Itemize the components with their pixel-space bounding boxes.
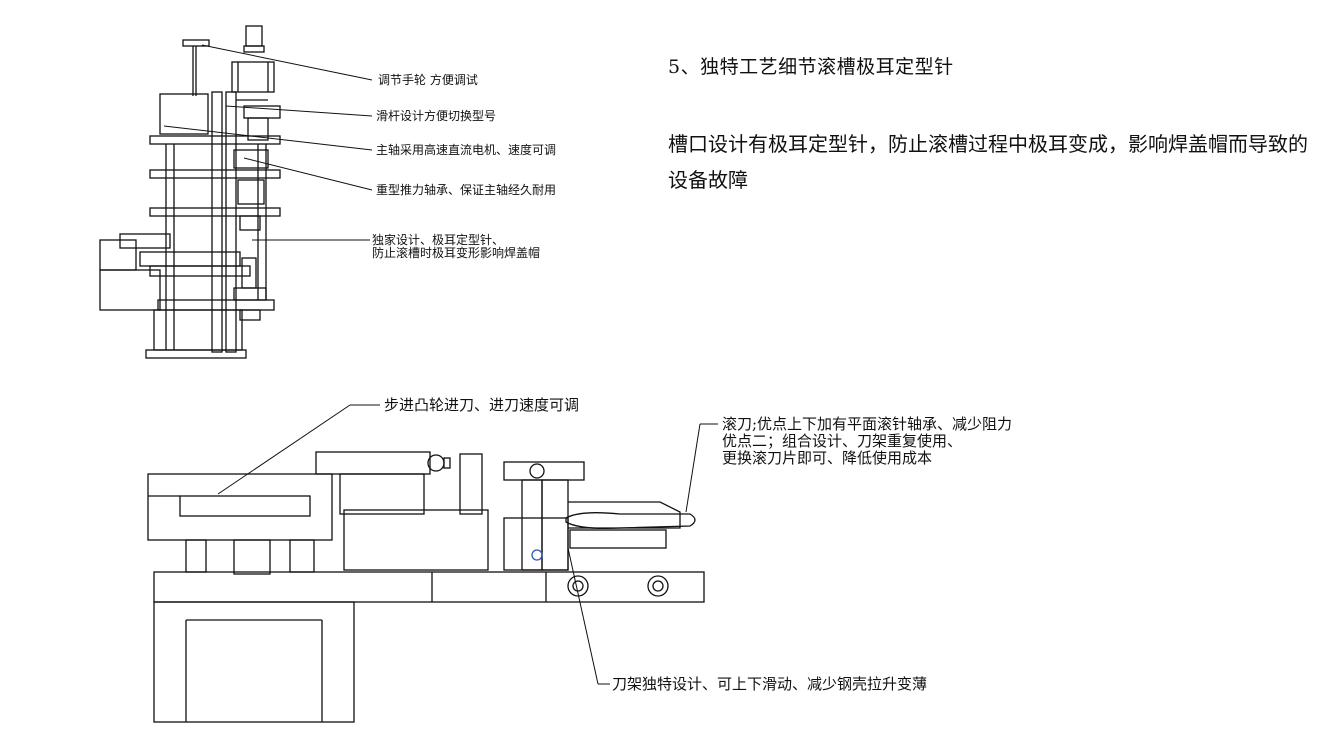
callout-knife-line3: 更换滚刀片即可、降低使用成本 bbox=[722, 449, 933, 467]
section-title: 5、独特工艺细节滚槽极耳定型针 bbox=[668, 56, 954, 78]
callout-knife-line2: 优点二；组合设计、刀架重复使用、 bbox=[722, 432, 963, 450]
callout-spindle-motor: 主轴采用高速直流电机、速度可调 bbox=[376, 143, 557, 157]
vertical-assembly-drawing bbox=[99, 25, 281, 359]
callout-tab-pin-line2: 防止滚槽时极耳变形影响焊盖帽 bbox=[372, 246, 541, 260]
callout-cam-feed: 步进凸轮进刀、进刀速度可调 bbox=[384, 396, 580, 414]
section-description: 槽口设计有极耳定型针，防止滚槽过程中极耳变成，影响焊盖帽而导致的设备故障 bbox=[668, 132, 1308, 192]
callout-knife-line1: 滚刀;优点上下加有平面滚针轴承、减少阻力 bbox=[722, 415, 1013, 433]
callout-knife-holder: 刀架独特设计、可上下滑动、减少钢壳拉升变薄 bbox=[612, 675, 928, 693]
top-leader-lines bbox=[163, 44, 373, 241]
callout-tab-pin-line1: 独家设计、极耳定型针、 bbox=[372, 233, 505, 247]
callout-handwheel: 调节手轮 方便调试 bbox=[378, 73, 478, 87]
callout-thrust-bearing: 重型推力轴承、保证主轴经久耐用 bbox=[376, 183, 557, 197]
callout-slide-bar: 滑杆设计方便切换型号 bbox=[376, 109, 497, 123]
horizontal-assembly-drawing bbox=[147, 451, 705, 723]
bottom-leader-lines bbox=[217, 404, 718, 685]
